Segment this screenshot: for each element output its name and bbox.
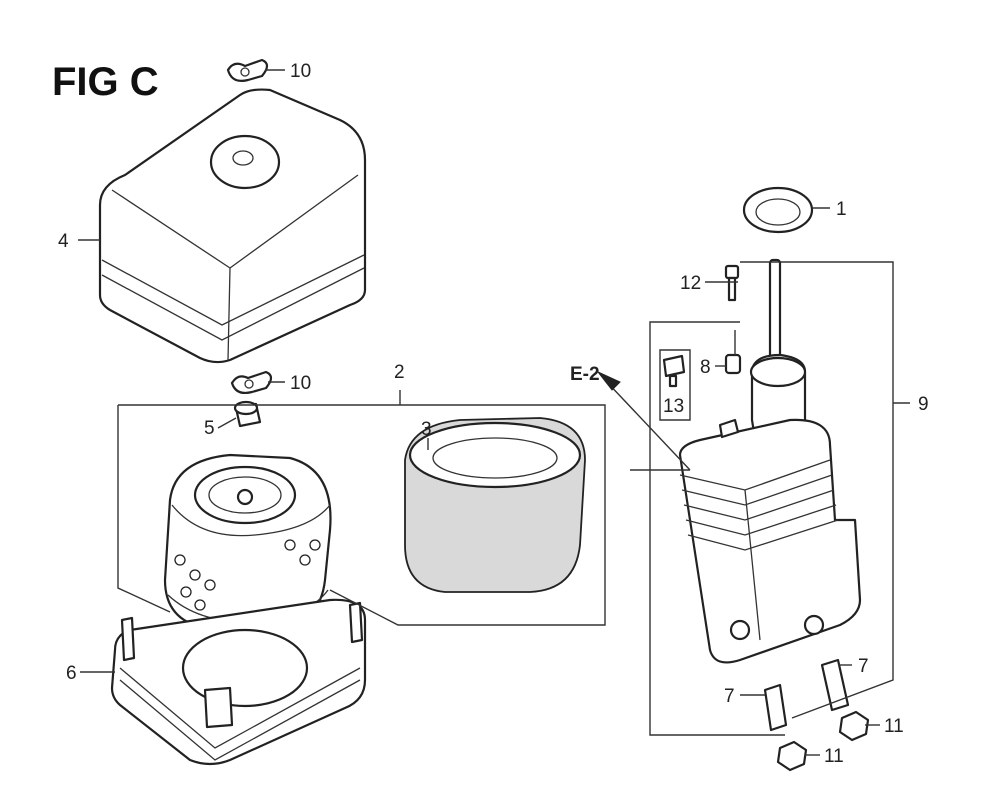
figure-title: FIG C: [52, 60, 159, 104]
wing-nut-lower: [230, 370, 273, 395]
callout-10-lower: 10: [290, 373, 311, 394]
cross-reference-label: E-2: [570, 364, 600, 385]
pin-7-lower: [763, 683, 788, 732]
breather-tube: [768, 258, 782, 372]
callout-11-right: 11: [884, 716, 904, 737]
callout-9: 9: [918, 394, 929, 415]
foam-pre-filter: [404, 417, 586, 593]
group-bracket-9: [740, 261, 910, 719]
callout-8: 8: [700, 357, 711, 378]
bolt-12: [724, 264, 740, 302]
part-13-box: [659, 349, 691, 421]
air-cleaner-cover: [98, 88, 367, 364]
seal-ring: [742, 186, 814, 234]
bolt-13: [662, 354, 686, 388]
callout-2: 2: [394, 362, 405, 383]
air-filter-element: [163, 453, 332, 632]
nut-11-lower: [776, 740, 808, 772]
group-bracket-2: [117, 404, 606, 626]
air-cleaner-case: [110, 598, 367, 766]
callout-6: 6: [66, 663, 77, 684]
callout-4: 4: [58, 231, 69, 252]
callout-5: 5: [204, 418, 215, 439]
intake-elbow: [678, 353, 862, 664]
nut-11-right: [838, 710, 870, 742]
spacer-collar: [233, 400, 262, 428]
callout-10-top: 10: [290, 61, 311, 82]
callout-12: 12: [680, 273, 701, 294]
callout-1: 1: [836, 199, 847, 220]
callout-7-upper: 7: [858, 656, 869, 677]
callout-13: 13: [663, 396, 684, 417]
wing-nut-top: [226, 58, 269, 82]
e2-reference-arrow: [597, 371, 691, 471]
callout-3: 3: [421, 419, 432, 440]
callout-11-lower: 11: [824, 746, 844, 767]
collar-8: [724, 353, 742, 375]
pin-7-upper: [820, 658, 850, 712]
callout-7-lower: 7: [724, 686, 735, 707]
